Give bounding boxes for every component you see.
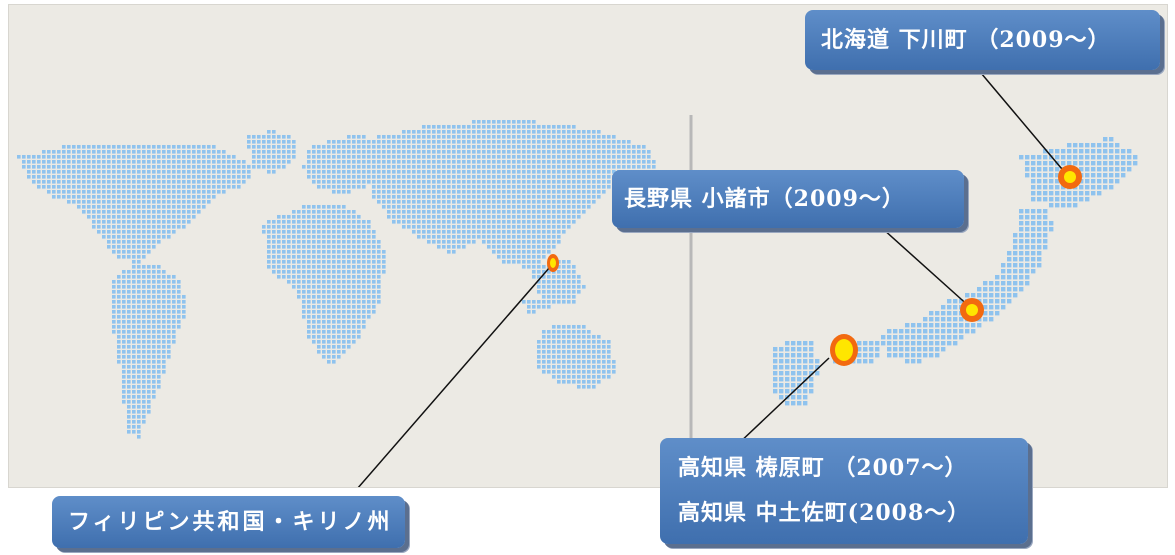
callout-kochi[interactable]: 高知県 梼原町 （2007～） 高知県 中土佐町(2008～） bbox=[660, 438, 1028, 544]
marker-philippines[interactable] bbox=[547, 254, 559, 272]
japan-map bbox=[773, 137, 1138, 406]
callout-kochi-line-2: 高知県 中土佐町(2008～） bbox=[678, 500, 971, 526]
callout-hokkaido-label: 北海道 下川町 （2009～） bbox=[821, 27, 1111, 53]
map-panel bbox=[8, 4, 1168, 488]
leader-line-philippines bbox=[357, 266, 551, 487]
marker-kochi[interactable] bbox=[830, 334, 858, 366]
leader-line-kochi bbox=[736, 357, 830, 446]
leader-lines bbox=[357, 72, 1068, 487]
map-canvas bbox=[17, 72, 1138, 487]
callout-philippines[interactable]: フィリピン共和国・キリノ州 bbox=[52, 496, 405, 548]
callout-kochi-line-1: 高知県 梼原町 （2007～） bbox=[678, 455, 968, 481]
callout-nagano[interactable]: 長野県 小諸市（2009～） bbox=[612, 170, 964, 228]
marker-hokkaido[interactable] bbox=[1058, 165, 1082, 189]
marker-nagano[interactable] bbox=[960, 298, 984, 322]
callout-hokkaido[interactable]: 北海道 下川町 （2009～） bbox=[805, 10, 1160, 70]
world-map bbox=[17, 120, 656, 439]
callout-philippines-label: フィリピン共和国・キリノ州 bbox=[68, 509, 393, 535]
callout-nagano-label: 長野県 小諸市（2009～） bbox=[624, 186, 905, 212]
leader-line-nagano bbox=[882, 228, 972, 309]
leader-line-hokkaido bbox=[980, 72, 1068, 176]
